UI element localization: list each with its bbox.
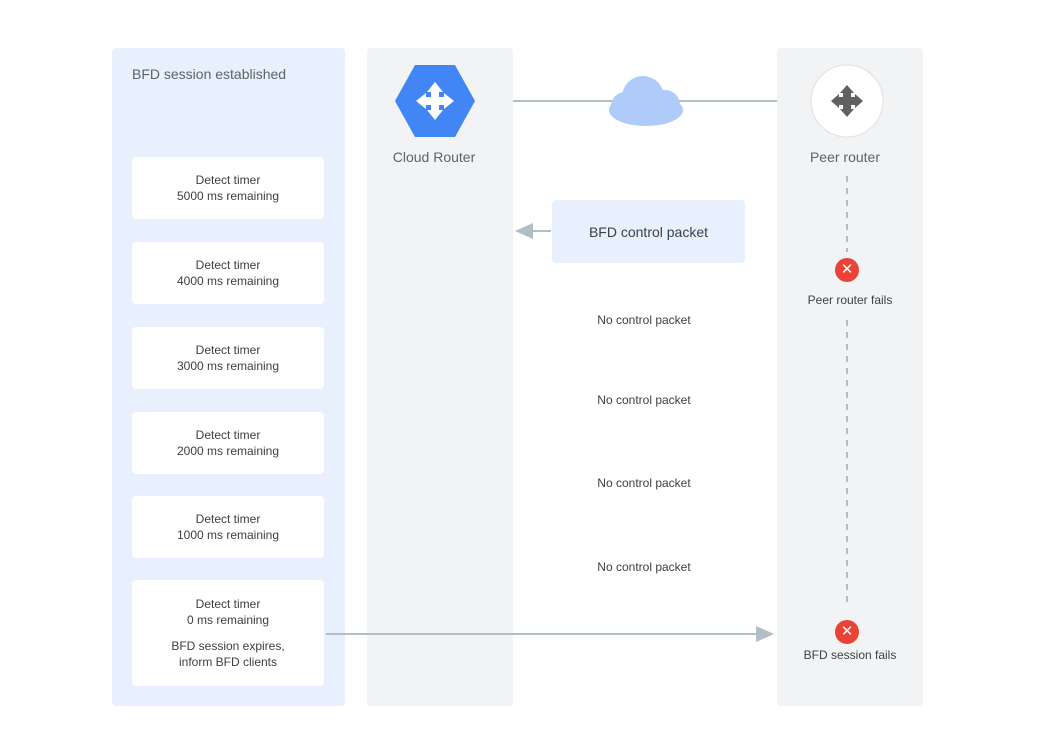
- timer-remaining: 5000 ms remaining: [176, 189, 280, 203]
- session-title: BFD session established: [132, 66, 287, 82]
- timer-card: Detect timer 5000 ms remaining: [132, 157, 324, 219]
- timer-card: Detect timer 1000 ms remaining: [132, 496, 324, 558]
- peer-fail-label: Peer router fails: [807, 293, 893, 307]
- timer-remaining: 4000 ms remaining: [176, 274, 280, 288]
- timer-label: Detect timer: [195, 258, 261, 272]
- timer-label: Detect timer: [195, 428, 261, 442]
- no-packet-label: No control packet: [597, 476, 691, 490]
- session-fail-label: BFD session fails: [803, 648, 897, 662]
- timer-label: Detect timer: [195, 512, 261, 526]
- timer-label: Detect timer: [195, 343, 261, 357]
- cloud-icon: [609, 76, 683, 126]
- peer-router-label: Peer router: [809, 149, 881, 165]
- peer-fail-icon: ✕: [835, 258, 859, 282]
- bfd-control-packet: BFD control packet: [552, 200, 745, 263]
- peer-router-lane: [777, 48, 923, 706]
- timer-card: Detect timer 4000 ms remaining: [132, 242, 324, 304]
- router-circle-icon: [810, 64, 884, 138]
- timer-remaining: 1000 ms remaining: [176, 528, 280, 542]
- session-expire-note: BFD session expires,: [171, 639, 285, 653]
- no-packet-label: No control packet: [597, 560, 691, 574]
- no-packet-label: No control packet: [597, 393, 691, 407]
- timer-remaining: 2000 ms remaining: [176, 444, 280, 458]
- timer-card: Detect timer 2000 ms remaining: [132, 412, 324, 474]
- router-hexagon-icon: [395, 65, 475, 137]
- session-expire-note: inform BFD clients: [178, 655, 278, 669]
- timer-label: Detect timer: [195, 173, 261, 187]
- timer-remaining: 3000 ms remaining: [176, 359, 280, 373]
- timer-card-expired: Detect timer 0 ms remaining BFD session …: [132, 580, 324, 686]
- timer-remaining: 0 ms remaining: [186, 613, 270, 627]
- cloud-router-label: Cloud Router: [392, 149, 476, 165]
- session-fail-icon: ✕: [835, 620, 859, 644]
- timer-card: Detect timer 3000 ms remaining: [132, 327, 324, 389]
- timer-label: Detect timer: [195, 597, 261, 611]
- cloud-router-lane: [367, 48, 513, 706]
- no-packet-label: No control packet: [597, 313, 691, 327]
